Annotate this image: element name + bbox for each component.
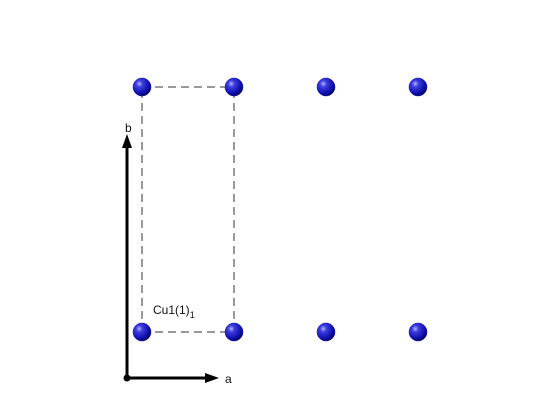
b-axis-arrowhead <box>122 134 132 148</box>
unit-cell <box>141 86 235 333</box>
cu-atom <box>316 77 336 97</box>
cu-atom <box>408 322 428 342</box>
atoms <box>132 77 428 342</box>
axes <box>122 134 219 383</box>
atom-label: Cu1(1)1 <box>153 303 195 320</box>
axis-label-a: a <box>225 372 232 386</box>
cu-atom <box>316 322 336 342</box>
cu-atom <box>132 322 152 342</box>
axes-origin-dot <box>123 374 131 382</box>
a-axis-arrowhead <box>205 373 219 383</box>
axis-label-b: b <box>125 121 132 135</box>
cu-atom <box>408 77 428 97</box>
cu-atom <box>132 77 152 97</box>
cu-atom <box>224 77 244 97</box>
cu-atom <box>224 322 244 342</box>
